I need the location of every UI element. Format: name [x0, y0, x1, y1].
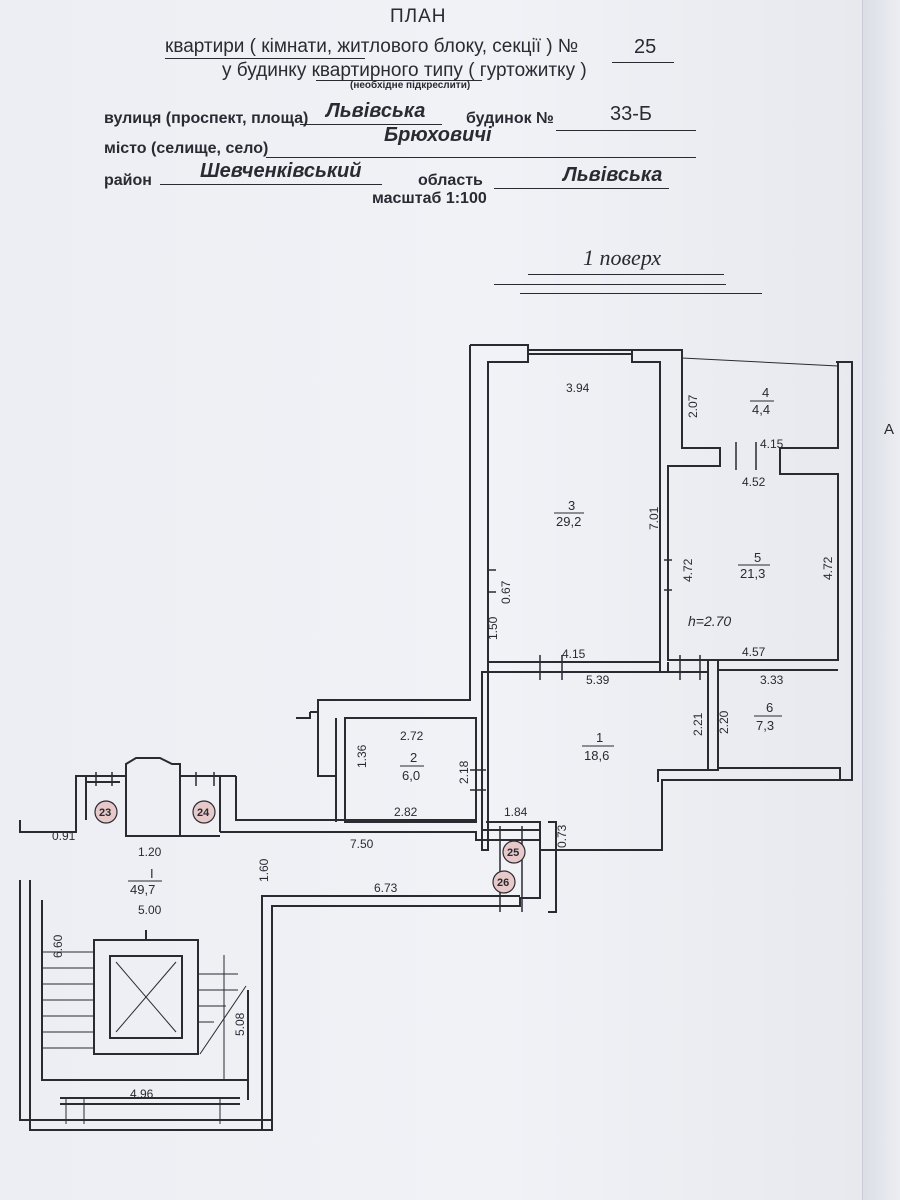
plan-title: ПЛАН [390, 6, 447, 27]
dim-corridor-door: 1.84 [504, 805, 528, 819]
edge-letter: А [884, 421, 894, 438]
dim-r4-bottom: 4.15 [760, 437, 784, 451]
floor-label: 1 поверх [583, 245, 662, 270]
apartment-number: 25 [634, 36, 657, 58]
tag-24: 24 [197, 807, 210, 819]
dim-r2-bottom: 2.82 [394, 805, 418, 819]
street-value: Львівська [326, 100, 426, 122]
city-label: місто (селище, село) [104, 140, 269, 157]
building-label: будинок № [466, 110, 554, 127]
height-note: h=2.70 [688, 613, 731, 629]
room-2-number: 2 [410, 750, 417, 765]
room-i-area: 49,7 [130, 882, 155, 897]
dim-r3-bottom: 4.15 [562, 647, 586, 661]
building-value: 33-Б [610, 103, 653, 125]
room-1-area: 18,6 [584, 748, 609, 763]
room-3-area: 29,2 [556, 514, 581, 529]
room-5-number: 5 [754, 550, 761, 565]
tag-25: 25 [507, 847, 519, 859]
dim-r6-top: 3.33 [760, 673, 784, 687]
dim-corridor-left: 1.60 [257, 858, 271, 882]
underline [160, 184, 382, 185]
outer-wall [470, 344, 853, 781]
tag-26: 26 [497, 877, 509, 889]
room-6-area: 7,3 [756, 718, 774, 733]
building-type-line: у будинку квартирного типу ( гуртожитку … [222, 60, 587, 81]
dim-hall-left: 6.60 [51, 934, 65, 958]
dim-r1-door: 0.73 [555, 824, 569, 848]
region-value: Львівська [563, 164, 663, 186]
tag-23: 23 [99, 807, 111, 819]
floor-underline [528, 274, 724, 275]
dim-r5-top: 4.52 [742, 475, 766, 489]
district-label: район [104, 172, 152, 189]
dim-r3-top: 3.94 [566, 381, 590, 395]
underline [300, 124, 442, 125]
dim-corridor-top: 7.50 [350, 837, 374, 851]
room-2-area: 6,0 [402, 768, 420, 783]
underline [494, 188, 669, 189]
room-4-area: 4,4 [752, 402, 770, 417]
dim-hall-bottom: 4.96 [130, 1087, 154, 1101]
room-5-area: 21,3 [740, 566, 765, 581]
dim-r5-left: 4.72 [681, 558, 695, 582]
dim-r3-right: 7.01 [647, 506, 661, 530]
room-i-number: I [150, 866, 154, 881]
dim-left-stub: 0.91 [52, 829, 76, 843]
district-value: Шевченківський [200, 160, 362, 182]
dim-r2-top: 2.72 [400, 729, 424, 743]
dim-r1-left: 2.21 [691, 712, 705, 736]
underline [266, 157, 696, 158]
street-label: вулиця (проспект, площа) [104, 110, 309, 127]
dim-r1-top: 5.39 [586, 673, 610, 687]
dim-r2-left: 1.36 [355, 744, 369, 768]
floor-underline [494, 284, 726, 285]
underline-note: (необхідне підкреслити) [350, 80, 471, 91]
dim-stub-width: 1.20 [138, 845, 162, 859]
underline [612, 62, 674, 63]
room-3-number: 3 [568, 498, 575, 513]
dim-r3-inner: 0.67 [499, 580, 513, 604]
dim-hall-right: 5.08 [233, 1012, 247, 1036]
dim-r3-left: 1.50 [486, 616, 500, 640]
floor-underline [520, 293, 762, 294]
dim-corridor-bottom: 6.73 [374, 881, 398, 895]
room-1-number: 1 [596, 730, 603, 745]
dim-r4-left: 2.07 [686, 394, 700, 418]
next-page-edge [862, 0, 900, 1200]
room-4-number: 4 [762, 385, 769, 400]
dim-r5-bottom: 4.57 [742, 645, 766, 659]
underline [165, 58, 365, 59]
dim-hall-top: 5.00 [138, 903, 162, 917]
underline [556, 130, 696, 131]
dim-r6-left: 2.20 [717, 710, 731, 734]
underline [316, 80, 482, 81]
apartment-line: квартири ( кімнати, житлового блоку, сек… [165, 36, 579, 57]
city-value: Брюховичі [384, 124, 492, 146]
dim-r2-right: 2.18 [457, 760, 471, 784]
region-label: область [418, 172, 483, 189]
scale: масштаб 1:100 [372, 190, 487, 207]
room-6-number: 6 [766, 700, 773, 715]
dim-r5-right: 4.72 [821, 556, 835, 580]
